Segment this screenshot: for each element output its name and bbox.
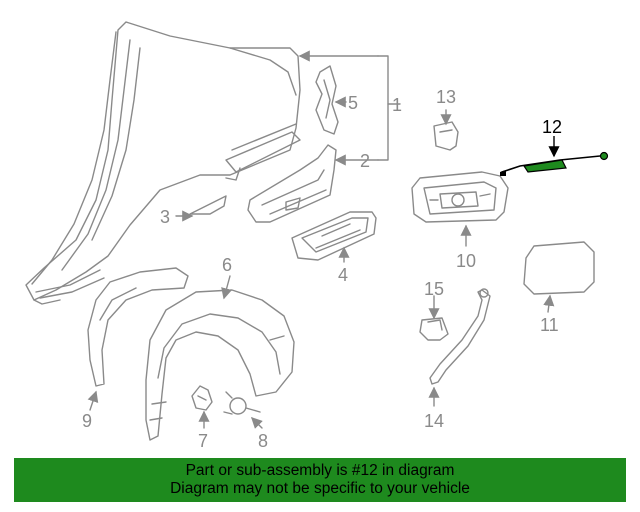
banner-line-2: Diagram may not be specific to your vehi… <box>170 480 470 497</box>
arch-molding-part-9 <box>87 267 189 387</box>
quarter-panel-part <box>25 21 301 305</box>
callout-4: 4 <box>338 265 349 285</box>
fuel-door-part-11 <box>523 241 595 295</box>
banner-line-1: Part or sub-assembly is #12 in diagram <box>185 462 455 479</box>
callout-2: 2 <box>360 151 371 171</box>
callout-9: 9 <box>82 411 93 431</box>
callout-13: 13 <box>436 87 457 107</box>
fender-liner-part-6 <box>145 289 295 441</box>
callout-1: 1 <box>392 95 403 115</box>
callout-6: 6 <box>222 255 233 275</box>
callout-3: 3 <box>160 207 171 227</box>
callout-12: 12 <box>542 117 563 137</box>
tube-part-14 <box>429 288 491 385</box>
cable-part-12 <box>500 136 609 176</box>
clip-part-8 <box>223 391 261 415</box>
callout-7: 7 <box>198 431 209 451</box>
callout-10: 10 <box>456 251 477 271</box>
filler-housing-part-10 <box>411 171 509 223</box>
callout-15: 15 <box>424 279 445 299</box>
leader-lines <box>87 50 555 429</box>
info-banner: Part or sub-assembly is #12 in diagram D… <box>14 458 626 502</box>
clip-part-15 <box>419 317 449 341</box>
plug-part-7 <box>191 385 213 411</box>
panel-part-3 <box>189 195 227 215</box>
callout-5: 5 <box>348 93 359 113</box>
bracket-part-5 <box>315 65 339 135</box>
callout-8: 8 <box>258 431 269 451</box>
inner-panel-part-2 <box>247 144 337 223</box>
part-13 <box>433 121 459 151</box>
callout-11: 11 <box>540 315 559 335</box>
callout-14: 14 <box>424 411 445 431</box>
pocket-part-4 <box>291 211 377 261</box>
